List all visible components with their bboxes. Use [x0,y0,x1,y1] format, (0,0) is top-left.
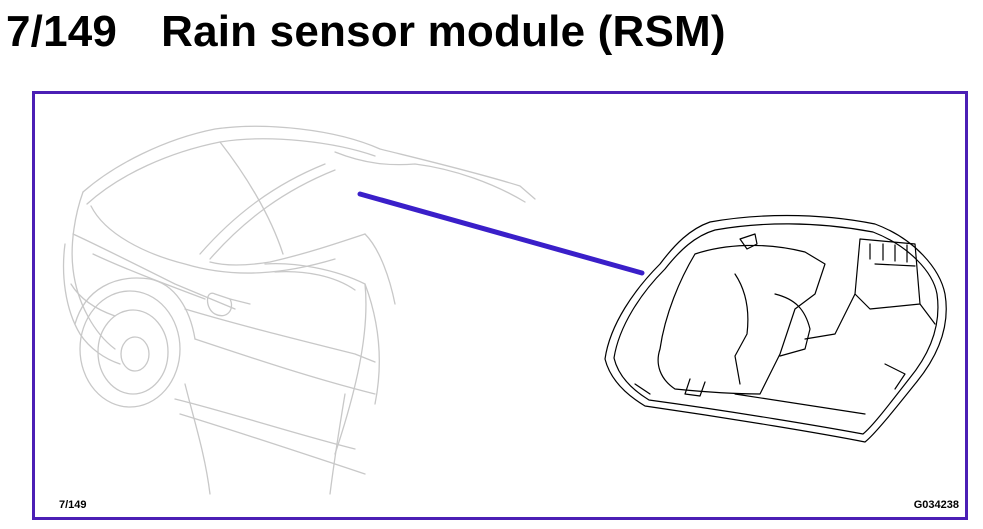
section-title: Rain sensor module (RSM) [161,7,726,56]
car-outline [62,125,536,495]
figure-caption-left: 7/149 [59,499,87,511]
section-number: 7/149 [6,7,118,56]
figure-caption-right: G034238 [913,499,959,511]
rain-sensor-module [604,214,947,443]
leader-line [357,191,645,276]
figure-illustration [62,125,947,495]
page-title: 7/149 Rain sensor module (RSM) [6,2,726,62]
figure-frame: 7/149 G034238 [32,91,968,520]
